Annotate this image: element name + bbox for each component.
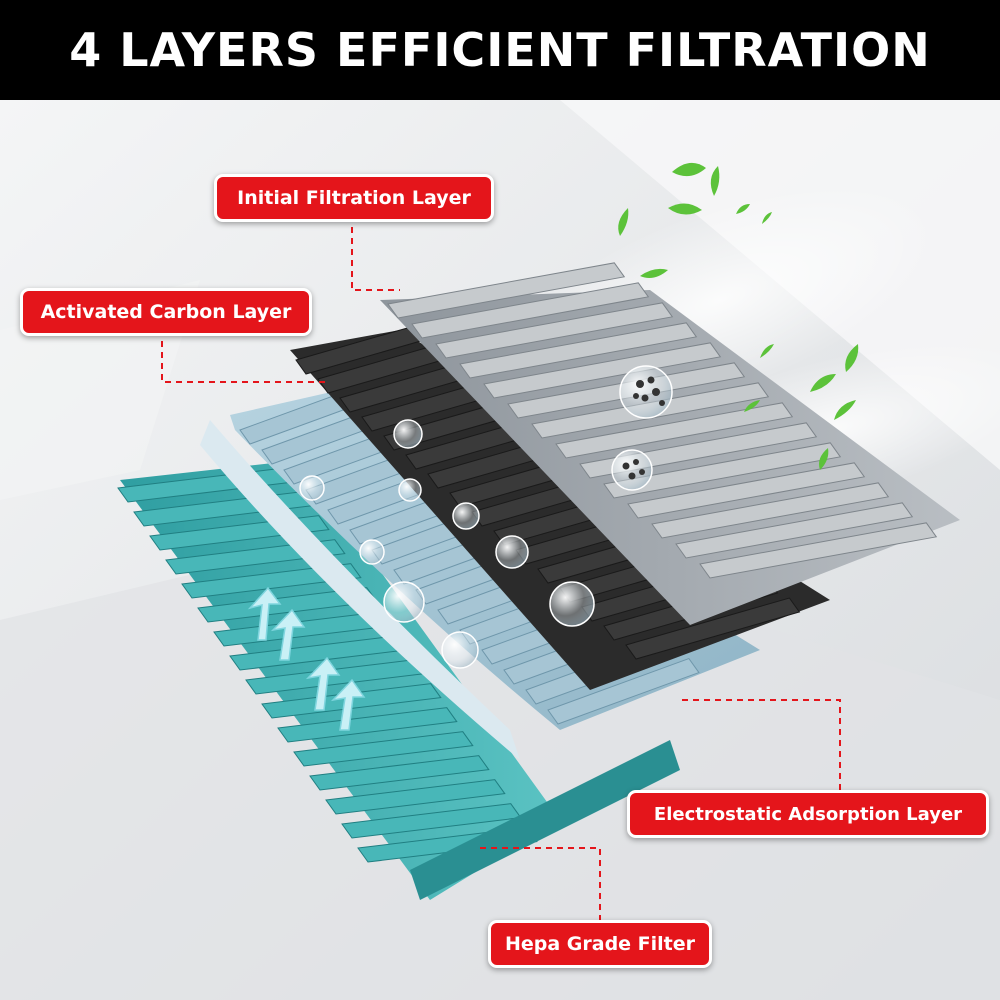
callout-hepa-grade-filter: Hepa Grade Filter [488, 920, 712, 968]
pleat-ridge [603, 442, 842, 499]
leaf-icon [744, 400, 760, 412]
bubble-icon [611, 449, 653, 491]
bubble-icon [398, 478, 422, 502]
leaf-icon [640, 268, 668, 278]
bubbles [299, 365, 673, 669]
leaf-icon [819, 448, 829, 470]
pleat-ridge [651, 482, 890, 539]
bubble-icon [299, 475, 325, 501]
airflow-arrow-icon [247, 586, 366, 731]
pleat-ridge [309, 755, 490, 791]
pleat-ridge [325, 779, 506, 815]
callout-electrostatic-adsorption-layer: Electrostatic Adsorption Layer [627, 790, 989, 838]
bubble-icon [393, 419, 423, 449]
initial-layer [380, 262, 960, 625]
pleat-ridge [675, 502, 914, 559]
bubble-icon [441, 631, 479, 669]
bubble-icon [383, 581, 425, 623]
leader-line-hepa [480, 847, 601, 920]
pleat-ridge [293, 731, 474, 767]
callout-activated-carbon-layer: Activated Carbon Layer [20, 288, 312, 336]
leaf-icon [672, 162, 706, 177]
leaf-icon [762, 212, 772, 224]
leaf-icon [845, 344, 859, 372]
pleat-ridge [459, 322, 698, 379]
leaf-icon [760, 344, 774, 358]
bubble-icon [452, 502, 480, 530]
bubble-icon [495, 535, 529, 569]
pleat-ridge [699, 522, 938, 579]
leaf-icon [736, 204, 750, 214]
pleat-ridge [387, 262, 626, 319]
leaf-icon [618, 208, 629, 236]
filter-illustration [0, 100, 1000, 1000]
leaf-icon [668, 203, 702, 215]
page-title: 4 LAYERS EFFICIENT FILTRATION [69, 23, 931, 77]
particle-cluster-icon [622, 376, 665, 480]
pleat-ridge [483, 342, 722, 399]
pleat-ridge [435, 302, 674, 359]
callout-initial-filtration-layer: Initial Filtration Layer [214, 174, 494, 222]
leader-lines [161, 216, 841, 920]
leaf-icon [710, 166, 720, 196]
pleat-ridge [547, 657, 700, 725]
pleat-ridge [277, 707, 458, 743]
header-band: 4 LAYERS EFFICIENT FILTRATION [0, 0, 1000, 100]
pleat-ridge [627, 462, 866, 519]
leader-line-electrostatic [682, 699, 841, 790]
pleat-ridge [555, 402, 794, 459]
leaf-icon [834, 400, 856, 420]
leaf-icon [810, 374, 836, 392]
bubble-icon [549, 581, 595, 627]
leader-line-initial [351, 216, 400, 291]
bubble-icon [359, 539, 385, 565]
pleat-ridge [625, 597, 801, 660]
pleat-ridge [411, 282, 650, 339]
leaves [618, 162, 859, 470]
bubble-icon [619, 365, 673, 419]
